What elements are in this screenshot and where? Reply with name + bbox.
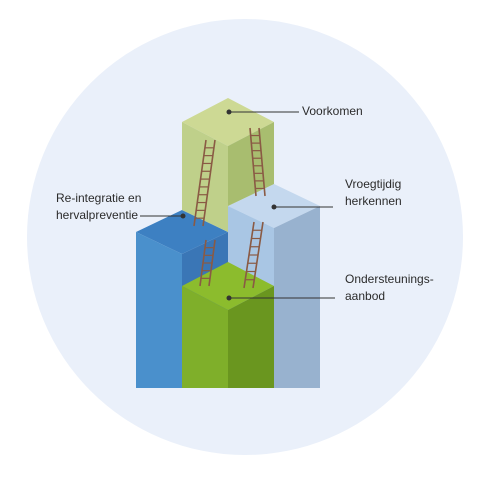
ladder-rail: [258, 127, 266, 197]
ladder-rail: [193, 139, 207, 227]
label-vroegtijdig-line-1: Vroegtijdig: [345, 177, 402, 191]
leader-vroegtijdig: [271, 204, 333, 210]
leader-ondersteuning: [226, 295, 335, 301]
label-ondersteuning-line-1: Ondersteunings-: [345, 272, 434, 286]
ladder-rail: [202, 139, 216, 227]
ladder-rail: [249, 127, 257, 197]
pillar-ondersteuning: [182, 262, 274, 388]
label-vroegtijdig-line-2: herkennen: [345, 194, 402, 208]
label-ondersteuning-line-2: aanbod: [345, 289, 386, 303]
label-ondersteuningsaanbod: Ondersteunings- aanbod: [345, 271, 434, 305]
ladder-lime-to-lightblue: [249, 127, 266, 197]
label-vroegtijdig-herkennen: Vroegtijdig herkennen: [345, 176, 402, 210]
label-voorkomen-line-1: Voorkomen: [302, 104, 363, 118]
label-voorkomen: Voorkomen: [302, 103, 363, 120]
pillar-reintegratie-front: [136, 232, 182, 388]
ladder-green-to-blue: [199, 239, 216, 287]
ladders: [193, 127, 266, 289]
ladder-green-to-lightblue: [243, 221, 264, 289]
pillar-voorkomen-front: [182, 122, 228, 232]
pillar-vroegtijdig-side: [274, 206, 320, 388]
ladder-blue-to-lime: [193, 139, 216, 227]
leader-reintegratie: [140, 213, 186, 219]
label-reintegratie-line-1: Re-integratie en: [56, 191, 142, 205]
pillar-ondersteuning-side: [228, 286, 274, 388]
label-reintegratie-line-2: hervalpreventie: [56, 208, 139, 222]
leader-voorkomen: [226, 109, 299, 115]
leader-lines: [140, 109, 335, 301]
pillar-ondersteuning-front: [182, 286, 228, 388]
pillar-voorkomen-side: [228, 122, 274, 206]
label-reintegratie: Re-integratie en hervalpreventie: [56, 190, 141, 224]
